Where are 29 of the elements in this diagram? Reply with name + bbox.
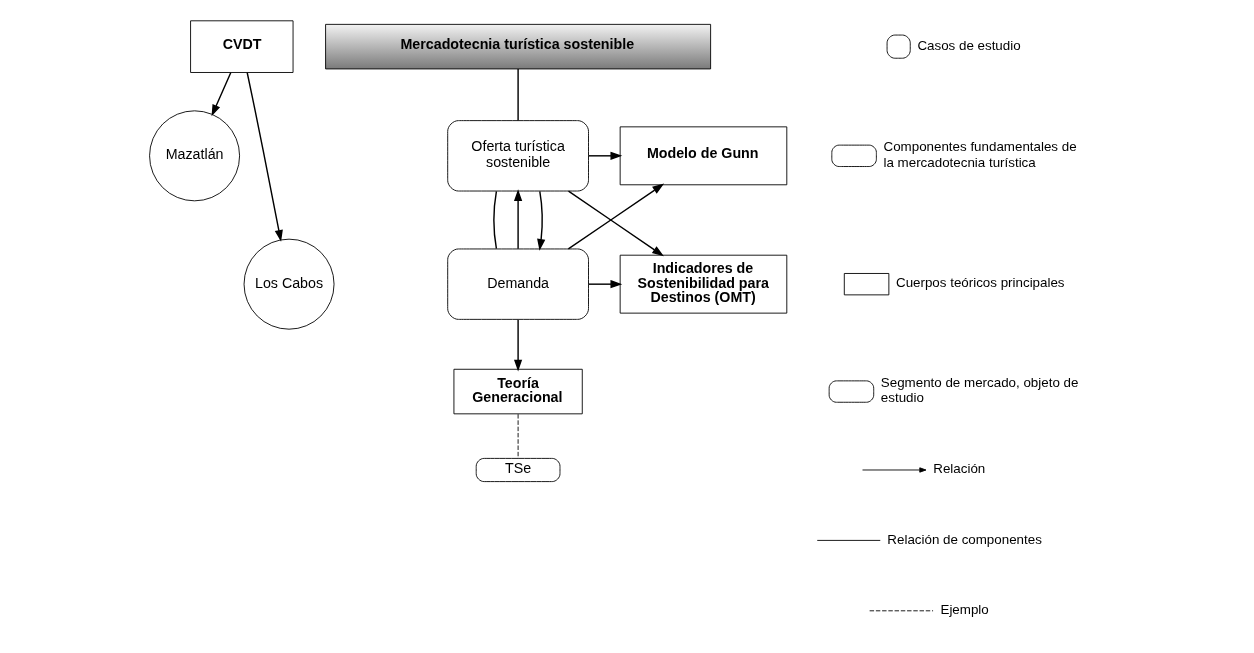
connector bbox=[492, 190, 497, 250]
arrow bbox=[536, 190, 545, 251]
arrow bbox=[567, 190, 664, 257]
arrow bbox=[567, 183, 664, 250]
connector bbox=[517, 413, 519, 459]
legend-label: Cuerpos teóricos principales bbox=[895, 275, 1065, 291]
node-box: Oferta turística sostenible bbox=[446, 120, 589, 192]
node-box: Demanda bbox=[446, 248, 589, 320]
arrow bbox=[211, 72, 231, 117]
node-circle: Los Cabos bbox=[243, 238, 334, 330]
legend-label: Componentes fundamentales de la mercadotecnia turística bbox=[883, 139, 1077, 170]
node-box: Indicadores de Sostenibilidad para Destinos (OMT) bbox=[619, 254, 787, 314]
node-circle: Mazatlán bbox=[148, 110, 240, 202]
legend-label: Casos de estudio bbox=[916, 37, 1021, 53]
arrow bbox=[587, 151, 622, 160]
arrow bbox=[587, 280, 622, 289]
node-box: CVDT bbox=[189, 20, 293, 73]
node-box: Teoría Generacional bbox=[453, 368, 583, 415]
legend-label: Relación bbox=[932, 461, 985, 477]
legend-label: Ejemplo bbox=[939, 601, 989, 617]
connector bbox=[516, 68, 519, 122]
node-box: Modelo de Gunn bbox=[619, 126, 787, 186]
legend-label: Segmento de mercado, objeto de estudio bbox=[880, 375, 1078, 406]
arrow bbox=[246, 72, 283, 242]
node-box: Mercadotecnia turística sostenible bbox=[324, 23, 711, 70]
legend-label: Relación de componentes bbox=[886, 531, 1042, 547]
node-box: TSe bbox=[475, 457, 560, 483]
arrow bbox=[513, 189, 522, 250]
arrow bbox=[513, 318, 522, 372]
